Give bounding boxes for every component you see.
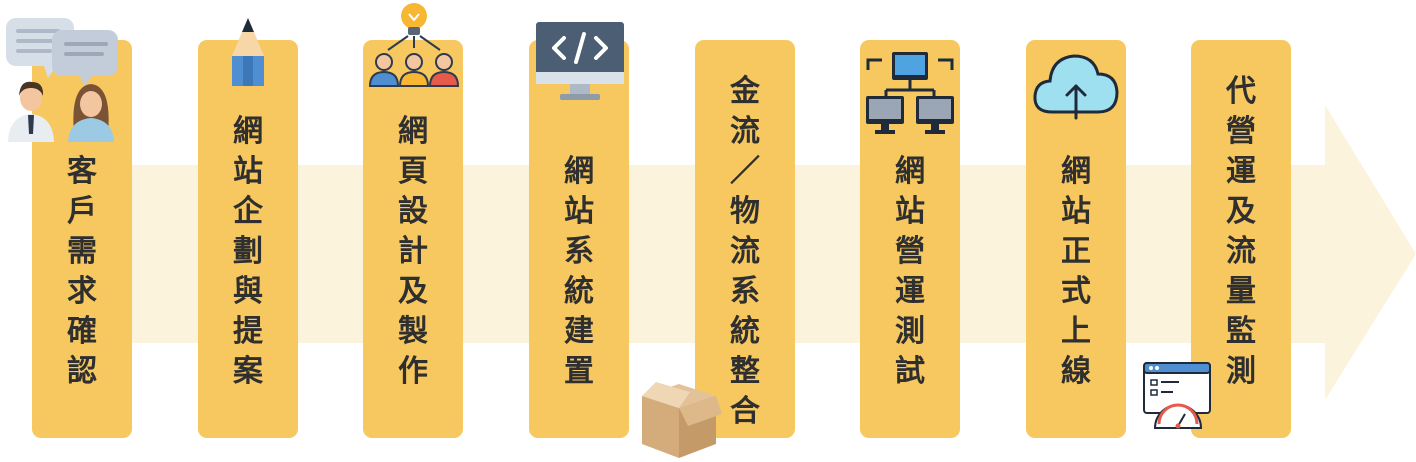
stage-label-char: 網: [895, 154, 925, 189]
team-idea-icon: [368, 3, 460, 87]
stage-payment-logistics: 金流／物流系統整合: [695, 40, 795, 438]
stage-label-char: 計: [398, 234, 428, 269]
stage-label-char: 上: [1061, 314, 1091, 349]
stage-label-char: 系: [730, 274, 760, 309]
package-box-icon: [642, 382, 722, 458]
stage-label-char: 合: [730, 394, 760, 429]
stage-label-char: 代: [1226, 74, 1256, 109]
stage-label-char: 營: [1226, 114, 1256, 149]
stage-label-char: 站: [564, 194, 594, 229]
stage-label-char: 戶: [67, 194, 97, 229]
stage-label-char: 企: [233, 194, 263, 229]
stage-label-char: 監: [1226, 314, 1256, 349]
stage-label-char: 頁: [398, 154, 428, 189]
code-monitor-icon: [536, 22, 624, 100]
stage-label-char: 流: [730, 234, 760, 269]
stage-site-planning: 網站企劃與提案: [198, 40, 298, 438]
stage-label-char: 站: [1061, 194, 1091, 229]
stage-label-char: 測: [895, 314, 925, 349]
stage-label-char: 金: [730, 74, 760, 109]
cloud-upload-icon: [1033, 54, 1119, 120]
stage-label: 網站企劃與提案: [198, 112, 298, 392]
stage-label: 網站系統建置: [529, 152, 629, 392]
stage-label-char: 站: [233, 154, 263, 189]
stage-label-char: 運: [895, 274, 925, 309]
stage-label-char: 確: [67, 314, 97, 349]
stage-label-char: ／: [730, 154, 760, 189]
stage-label-char: 運: [1226, 154, 1256, 189]
stage-label-char: 線: [1061, 354, 1091, 389]
web-dashboard-icon: [1143, 362, 1211, 429]
stage-label-char: 作: [398, 354, 428, 389]
stage-label-char: 案: [233, 354, 263, 389]
stage-label-char: 客: [67, 154, 97, 189]
stage-system-build: 網站系統建置: [529, 40, 629, 438]
stage-label-char: 需: [67, 234, 97, 269]
stage-label-char: 建: [564, 314, 594, 349]
stage-label-char: 劃: [233, 234, 263, 269]
pencil-icon: [232, 18, 264, 86]
stage-label-char: 網: [398, 114, 428, 149]
stage-label-char: 物: [730, 194, 760, 229]
stage-label-char: 量: [1226, 274, 1256, 309]
network-computers-icon: [866, 52, 954, 134]
stage-label: 客戶需求確認: [32, 152, 132, 392]
stage-label-char: 提: [233, 314, 263, 349]
stage-label-char: 置: [564, 354, 594, 389]
stage-web-design: 網頁設計及製作: [363, 40, 463, 438]
stage-label-char: 網: [564, 154, 594, 189]
stage-label-char: 系: [564, 234, 594, 269]
customer-chat-icon: [6, 18, 118, 142]
stage-label-char: 及: [1226, 194, 1256, 229]
stage-label: 網站營運測試: [860, 152, 960, 392]
stage-label-char: 與: [233, 274, 263, 309]
stage-label-char: 測: [1226, 354, 1256, 389]
stage-label-char: 網: [1061, 154, 1091, 189]
stage-label-char: 式: [1061, 274, 1091, 309]
stage-label-char: 營: [895, 234, 925, 269]
stage-label: 網頁設計及製作: [363, 112, 463, 392]
stage-label-char: 流: [1226, 234, 1256, 269]
stage-label-char: 製: [398, 314, 428, 349]
stage-label-char: 認: [67, 354, 97, 389]
stage-label-char: 及: [398, 274, 428, 309]
stage-label: 網站正式上線: [1026, 152, 1126, 392]
stage-label-char: 正: [1061, 234, 1091, 269]
stage-label-char: 整: [730, 354, 760, 389]
stage-label-char: 設: [398, 194, 428, 229]
stage-label-char: 統: [564, 274, 594, 309]
stage-label-char: 站: [895, 194, 925, 229]
stage-label: 金流／物流系統整合: [695, 72, 795, 432]
stage-label-char: 試: [895, 354, 925, 389]
stage-label-char: 網: [233, 114, 263, 149]
stage-label-char: 流: [730, 114, 760, 149]
stage-label-char: 求: [67, 274, 97, 309]
stage-label-char: 統: [730, 314, 760, 349]
stage-label: 代營運及流量監測: [1191, 72, 1291, 392]
